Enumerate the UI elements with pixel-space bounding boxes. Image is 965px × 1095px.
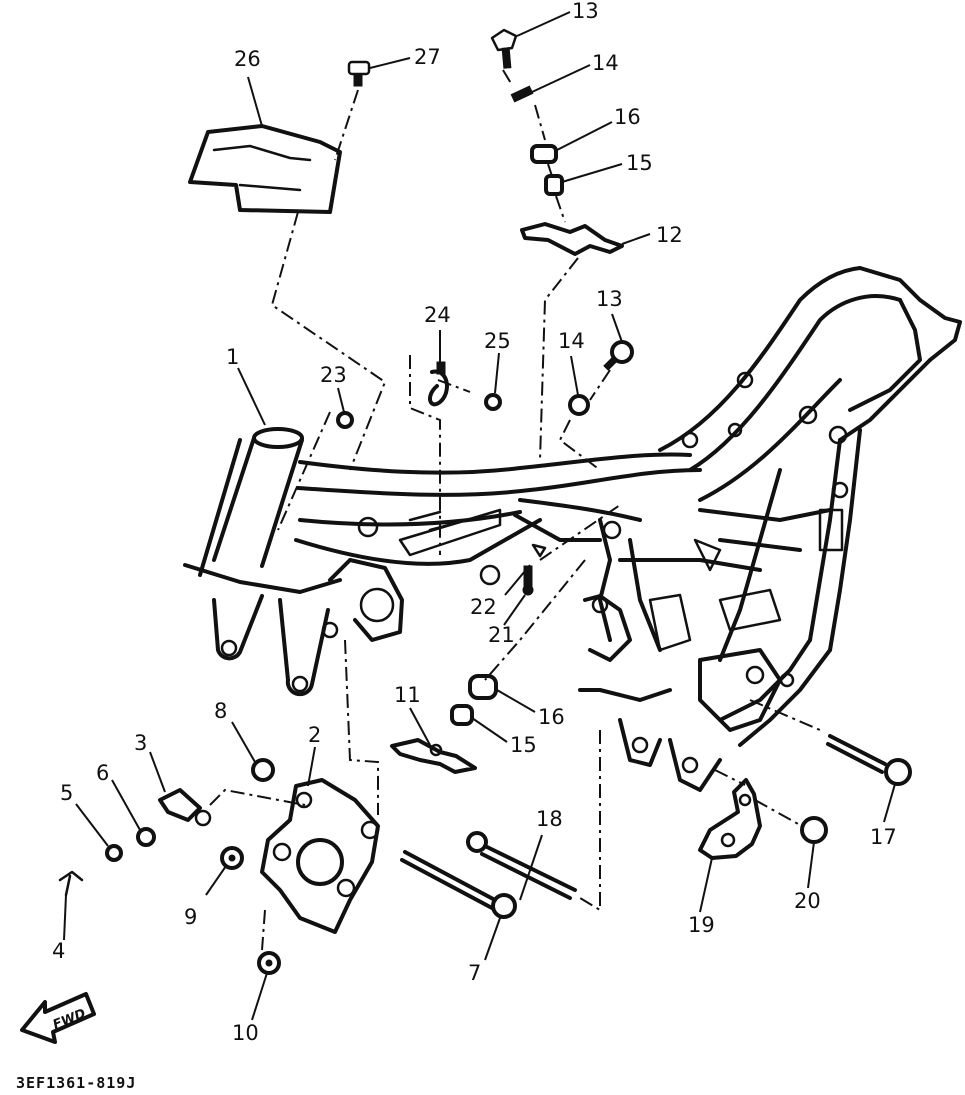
part-16-damper-upper [530,144,558,164]
callout-13-lower: 13 [596,287,623,311]
callout-9: 9 [184,905,197,929]
callout-14-lower: 14 [558,329,585,353]
forward-arrow-icon: FWD [20,992,96,1044]
callout-26: 26 [234,47,261,71]
part-23-nut [336,411,354,429]
callout-20: 20 [794,889,821,913]
callout-17: 17 [870,825,897,849]
part-11-bracket [390,738,477,774]
callout-19: 19 [688,913,715,937]
callout-16-lower: 16 [538,705,565,729]
part-14-stud [510,85,534,103]
part-20-nut [800,816,828,844]
part-8-nut [251,758,275,782]
part-25-screw [484,393,502,411]
callout-11: 11 [394,683,421,707]
callout-7: 7 [468,961,481,985]
part-12-bracket [520,222,624,256]
callout-5: 5 [60,781,73,805]
part-22-clip [531,543,547,558]
callout-1: 1 [226,345,239,369]
part-18-long-bolt [466,831,577,900]
part-2-engine-bracket [260,778,380,934]
part-13-bolt-upper [490,28,518,69]
callout-10: 10 [232,1021,259,1045]
callout-labels: 1 2 3 4 5 6 7 8 9 10 11 12 13 13 14 14 1… [52,0,897,1045]
part-13-bolt-lower [603,340,634,371]
callout-2: 2 [308,723,321,747]
part-26-cover [188,124,342,214]
callout-24: 24 [424,303,451,327]
main-frame [183,266,962,792]
part-21-washer-lower [220,846,244,870]
part-17-bolt [826,734,912,786]
part-27-bolt [347,60,371,87]
part-16-damper-lower [468,674,498,700]
callout-12: 12 [656,223,683,247]
callout-21-upper: 21 [488,623,515,647]
callout-22: 22 [470,595,497,619]
callout-25: 25 [484,329,511,353]
part-15-collar-upper [544,174,564,196]
part-10-washer [257,951,281,975]
part-15-collar-lower [450,704,474,726]
drawing-code: 3EF1361-819J [16,1074,136,1092]
callout-3: 3 [134,731,147,755]
callout-23: 23 [320,363,347,387]
callout-4: 4 [52,939,65,963]
part-3-bolt [158,788,212,827]
part-5-nut [105,844,123,862]
part-7-long-bolt [400,850,517,919]
callout-13-upper: 13 [572,0,599,23]
callout-16-upper: 16 [614,105,641,129]
callout-18: 18 [536,807,563,831]
assembly-lines [209,69,821,951]
callout-8: 8 [214,699,227,723]
callout-27: 27 [414,45,441,69]
part-4-screw [58,870,84,897]
part-14-washer-lower [568,394,590,416]
callout-6: 6 [96,761,109,785]
callout-14-upper: 14 [592,51,619,75]
part-19-bracket [698,778,762,860]
callout-15-lower: 15 [510,733,537,757]
callout-15-upper: 15 [626,151,653,175]
fwd-label: FWD [51,1006,88,1033]
part-6-washer [136,827,156,847]
leader-lines [63,11,896,1021]
part-21-bolt-upper [522,565,534,596]
